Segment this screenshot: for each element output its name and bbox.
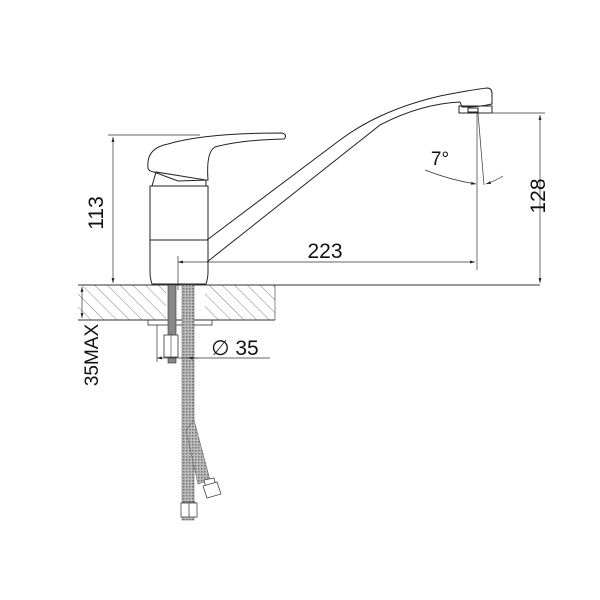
dimension-body-height bbox=[108, 134, 200, 283]
countertop-max-label: 35MAX bbox=[82, 324, 103, 387]
faucet-body bbox=[149, 171, 209, 285]
spout bbox=[206, 87, 493, 263]
spout-angle-label: 7° bbox=[431, 149, 449, 170]
spout-height-label: 128 bbox=[527, 178, 550, 213]
body-height-label: 113 bbox=[85, 196, 108, 229]
dimension-spout-reach bbox=[177, 113, 478, 290]
dimension-spout-angle bbox=[424, 112, 504, 186]
hose-nut-left bbox=[180, 501, 198, 518]
dimension-spout-height bbox=[480, 112, 545, 283]
countertop bbox=[78, 284, 540, 321]
dimension-hole-diameter bbox=[156, 325, 270, 362]
hose-nut-right bbox=[202, 477, 222, 499]
mounting-hardware bbox=[147, 284, 213, 521]
spout-reach-label: 223 bbox=[307, 240, 342, 263]
hole-diameter-label: ∅ 35 bbox=[211, 337, 259, 360]
lever-handle bbox=[147, 132, 287, 182]
